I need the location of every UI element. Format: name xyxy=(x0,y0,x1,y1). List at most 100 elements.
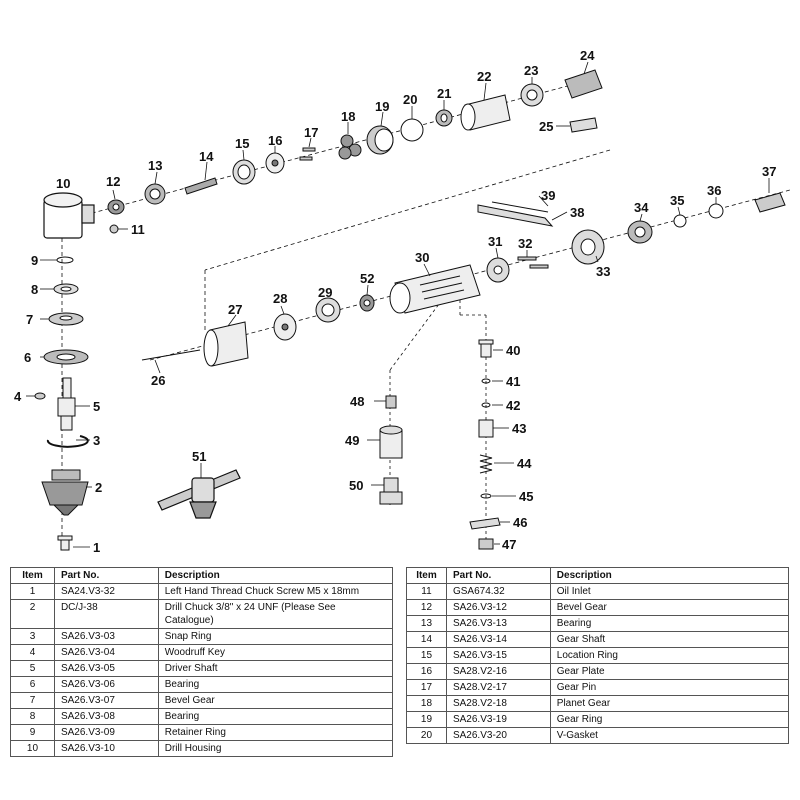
callout-50: 50 xyxy=(349,478,363,493)
part-housing-22 xyxy=(460,94,511,131)
callout-40: 40 xyxy=(506,343,520,358)
callout-10: 10 xyxy=(56,176,70,191)
callout-22: 22 xyxy=(477,69,491,84)
part-ring-35 xyxy=(673,214,687,228)
cell-part-no: SA28.V2-16 xyxy=(445,663,551,680)
part-chuck-key-51 xyxy=(157,469,241,519)
header-part-no: Part No. xyxy=(445,567,551,584)
callout-43: 43 xyxy=(512,421,526,436)
part-47 xyxy=(478,538,494,550)
cell-part-no: SA26.V3-10 xyxy=(53,740,159,757)
callout-39: 39 xyxy=(541,188,555,203)
cell-item: 8 xyxy=(10,708,55,725)
part-drill-housing xyxy=(43,192,95,239)
cell-part-no: DC/J-38 xyxy=(53,599,159,629)
callout-19: 19 xyxy=(375,99,389,114)
cell-item: 11 xyxy=(406,583,447,600)
cell-item: 12 xyxy=(406,599,447,616)
callout-24: 24 xyxy=(580,48,595,63)
cell-item: 20 xyxy=(406,727,447,744)
header-description: Description xyxy=(549,567,790,584)
cell-part-no: SA26.V3-14 xyxy=(445,631,551,648)
cell-item: 2 xyxy=(10,599,55,629)
cell-item: 18 xyxy=(406,695,447,712)
cell-part-no: SA26.V3-08 xyxy=(53,708,159,725)
part-bearing-34 xyxy=(627,220,653,244)
cell-description: Driver Shaft xyxy=(157,660,394,677)
callout-48: 48 xyxy=(350,394,364,409)
cell-part-no: SA26.V3-15 xyxy=(445,647,551,664)
cell-part-no: SA26.V3-09 xyxy=(53,724,159,741)
cell-part-no: SA26.V3-13 xyxy=(445,615,551,632)
cell-item: 7 xyxy=(10,692,55,709)
callout-42: 42 xyxy=(506,398,520,413)
part-bevel-gear-12 xyxy=(107,199,125,215)
part-bevel-gear xyxy=(48,312,84,326)
cell-description: Drill Chuck 3/8" x 24 UNF (Please See Ca… xyxy=(157,599,394,629)
part-location-ring xyxy=(232,159,256,185)
callout-14: 14 xyxy=(199,149,214,164)
part-housing-33 xyxy=(571,229,605,265)
callout-15: 15 xyxy=(235,136,249,151)
cell-description: Left Hand Thread Chuck Screw M5 x 18mm xyxy=(157,583,394,600)
part-disc-31 xyxy=(486,257,510,283)
cell-description: Gear Shaft xyxy=(549,631,790,648)
callout-2: 2 xyxy=(95,480,102,495)
part-main-housing-30 xyxy=(389,264,481,314)
part-bearing-small xyxy=(53,283,79,295)
cell-part-no: SA26.V3-19 xyxy=(445,711,551,728)
part-49 xyxy=(379,425,403,459)
cell-description: Bevel Gear xyxy=(157,692,394,709)
cell-part-no: SA24.V3-32 xyxy=(53,583,159,600)
part-inlet-37 xyxy=(754,192,786,213)
cell-part-no: SA26.V3-04 xyxy=(53,644,159,661)
part-motor-24 xyxy=(564,69,603,99)
callout-51: 51 xyxy=(192,449,206,464)
cell-part-no: SA28.V2-18 xyxy=(445,695,551,712)
header-description: Description xyxy=(157,567,394,584)
header-part-no: Part No. xyxy=(53,567,159,584)
callout-32: 32 xyxy=(518,236,532,251)
callout-34: 34 xyxy=(634,200,649,215)
cell-part-no: SA26.V3-06 xyxy=(53,676,159,693)
callout-12: 12 xyxy=(106,174,120,189)
callout-35: 35 xyxy=(670,193,684,208)
callout-44: 44 xyxy=(517,456,532,471)
callout-26: 26 xyxy=(151,373,165,388)
cell-description: Bearing xyxy=(157,676,394,693)
part-planet-gears xyxy=(338,134,362,160)
table-header-row: Item Part No. Description xyxy=(10,567,394,584)
callout-18: 18 xyxy=(341,109,355,124)
part-42 xyxy=(481,402,491,408)
part-41 xyxy=(481,378,491,384)
cell-description: Gear Pin xyxy=(549,679,790,696)
callout-11: 11 xyxy=(131,222,145,237)
callout-47: 47 xyxy=(502,537,516,552)
callout-30: 30 xyxy=(415,250,429,265)
exploded-parts-diagram: 1 2 3 4 5 6 7 8 9 10 11 12 13 14 15 16 1… xyxy=(14,48,791,555)
cell-description: Gear Ring xyxy=(549,711,790,728)
cell-item: 13 xyxy=(406,615,447,632)
part-ring-29 xyxy=(315,297,341,323)
part-bearing-21 xyxy=(435,109,453,127)
callout-52: 52 xyxy=(360,271,374,286)
part-snap-ring xyxy=(46,435,89,448)
cell-item: 4 xyxy=(10,644,55,661)
callout-13: 13 xyxy=(148,158,162,173)
cell-description: Gear Plate xyxy=(549,663,790,680)
callout-38: 38 xyxy=(570,205,584,220)
part-pin-32 xyxy=(517,256,549,269)
callout-45: 45 xyxy=(519,489,533,504)
cell-item: 9 xyxy=(10,724,55,741)
